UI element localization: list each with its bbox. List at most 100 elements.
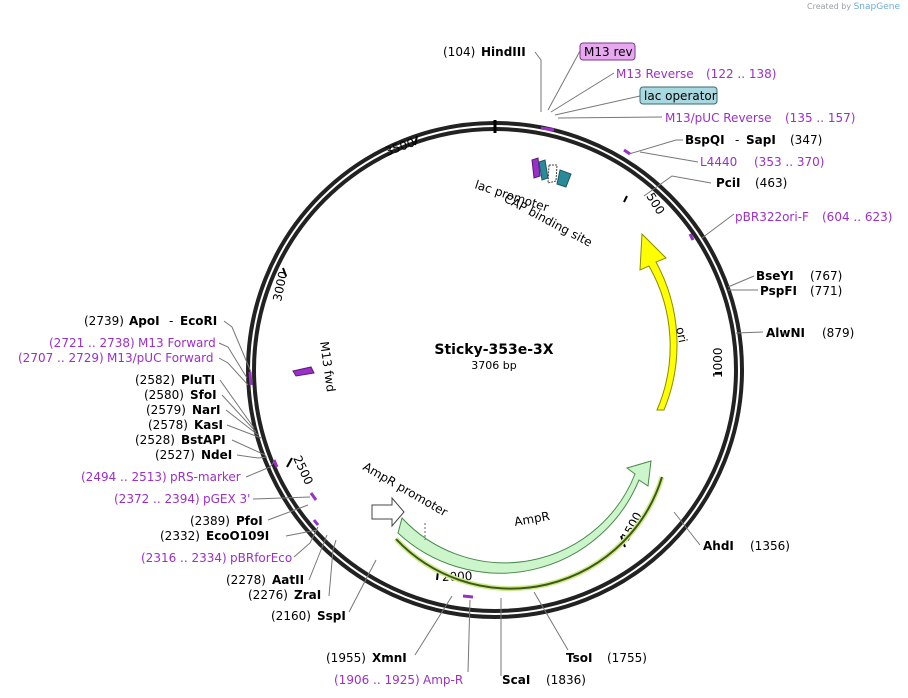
m13-fwd-label: M13 fwd [317, 340, 338, 392]
m13-puc-forward-range: (2707 .. 2729) [18, 351, 104, 365]
ampr-primer-band [395, 476, 663, 590]
nari-position: (2579) [146, 403, 186, 417]
m13-reverse-range: (122 .. 138) [706, 67, 776, 81]
leader-prs-marker [245, 461, 275, 478]
leader-bseyi [727, 275, 755, 288]
primer-mark-prs-marker [272, 459, 279, 468]
pgex-3-name: pGEX 3' [203, 492, 250, 506]
m13-puc-reverse-name: M13/pUC Reverse [665, 111, 772, 125]
pcli-position: (463) [755, 176, 787, 190]
leader-m13-puc-forward [218, 357, 249, 386]
leader-amp-r [467, 599, 471, 673]
pbr322ori-f-range: (604 .. 623) [822, 210, 892, 224]
tick-mark-3500 [414, 135, 418, 146]
aatii-name: AatII [272, 573, 304, 587]
hindiii-name: HindIII [481, 45, 526, 59]
leader-hindiii [534, 51, 542, 112]
leader-m13-rev [547, 50, 581, 111]
l4440-range: (353 .. 370) [754, 155, 824, 169]
ori-feature-arrow [639, 232, 678, 411]
amp-r-name: Amp-R [423, 673, 463, 687]
primer-mark-pbr322ori-f [688, 233, 695, 241]
leader-zrai [328, 539, 337, 597]
leader-lac-operator [554, 95, 641, 116]
pfoi-position: (2389) [190, 514, 230, 528]
pfoi-name: PfoI [236, 514, 263, 528]
l4440-name: L4440 [700, 155, 737, 169]
xmni-position: (1955) [326, 651, 366, 665]
primer-mark-amp-r [462, 594, 474, 599]
leader-pcli [643, 175, 712, 197]
ampr-feature-arrow [397, 460, 652, 574]
zrai-name: ZraI [294, 588, 321, 602]
leader-nari [225, 409, 259, 436]
m13-reverse-name: M13 Reverse [616, 67, 694, 81]
primer-mark-l4440 [623, 148, 631, 156]
leader-pfoi [267, 504, 309, 521]
cap-binding-site-feature [556, 169, 572, 188]
m13-rev-box [579, 42, 636, 61]
bspqi-sapi-position: (347) [790, 133, 822, 147]
tsoi-position: (1755) [607, 651, 647, 665]
ahdi-name: AhdI [703, 539, 734, 553]
eco0109i-name: EcoO109I [206, 529, 269, 543]
nari-name: NarI [192, 403, 221, 417]
m13-rev-feature [531, 157, 541, 179]
xmni-name: XmnI [372, 651, 407, 665]
lac-operator-box-label: lac operator [644, 89, 717, 103]
sfoi-position: (2580) [144, 388, 184, 402]
pbrforeco-range: (2316 .. 2334) [141, 551, 227, 565]
primer-mark-pgex-3 [309, 492, 318, 501]
tick-mark-2500 [286, 457, 293, 468]
leader-aatii [308, 534, 328, 581]
plasmid-length: 3706 bp [471, 359, 516, 372]
lac-promoter-feature [547, 164, 558, 184]
bstapi-position: (2528) [135, 433, 175, 447]
leader-ahdi [673, 511, 701, 546]
tick-label-3500: 3500 [383, 135, 416, 159]
bseyi-position: (767) [810, 269, 842, 283]
m13-puc-reverse-range: (135 .. 157) [785, 111, 855, 125]
lac-operator-box [639, 86, 718, 105]
alwni-name: AlwNI [766, 326, 805, 340]
leader-eco0109i [285, 529, 318, 537]
zrai-position: (2276) [248, 588, 288, 602]
tick-label-1500: 1500 [618, 510, 645, 544]
snapgene-credit: Created by SnapGene [807, 2, 900, 12]
ori-label: ori [673, 326, 690, 344]
leader-m13-reverse [550, 72, 615, 113]
tick-mark-500 [623, 195, 628, 203]
leader-alwni [735, 331, 764, 334]
leader-pluti [219, 379, 255, 429]
apoi-name: ApoI [129, 314, 160, 328]
leader-sspi [348, 559, 377, 613]
leader-lines [218, 50, 764, 676]
m13-fwd-primer-arrow [292, 366, 315, 377]
ampr-promoter-arrow [371, 496, 405, 528]
leader-tsoi [533, 591, 569, 651]
kasi-position: (2578) [148, 418, 188, 432]
apoi-ecori-separator: - [169, 314, 173, 328]
plasmid-name: Sticky-353e-3X [434, 342, 553, 358]
m13-forward-name: M13 Forward [138, 336, 216, 350]
ndei-name: NdeI [201, 448, 232, 462]
leader-ndei [236, 454, 268, 459]
eco0109i-position: (2332) [160, 529, 200, 543]
tick-label-2500: 2500 [290, 453, 316, 487]
primer-binding-marks [248, 126, 695, 599]
scale-ticks [282, 135, 721, 581]
pbrforeco-name: pBRforEco [230, 551, 292, 565]
leader-m13-forward [218, 342, 248, 379]
bspqi-sapi-separator: - [735, 133, 739, 147]
bstapi-name: BstAPI [181, 433, 226, 447]
hindiii-position: (104) [443, 45, 475, 59]
ndei-position: (2527) [155, 448, 195, 462]
kasi-name: KasI [194, 418, 223, 432]
bseyi-name: BseYI [756, 269, 794, 283]
primer-mark-m13-reverse [540, 126, 555, 132]
ahdi-position: (1356) [750, 539, 790, 553]
pcli-name: PciI [716, 176, 741, 190]
tick-mark-3000 [282, 267, 287, 277]
sspi-name: SspI [317, 609, 346, 623]
apoi-ecori-position: (2739) [84, 314, 124, 328]
